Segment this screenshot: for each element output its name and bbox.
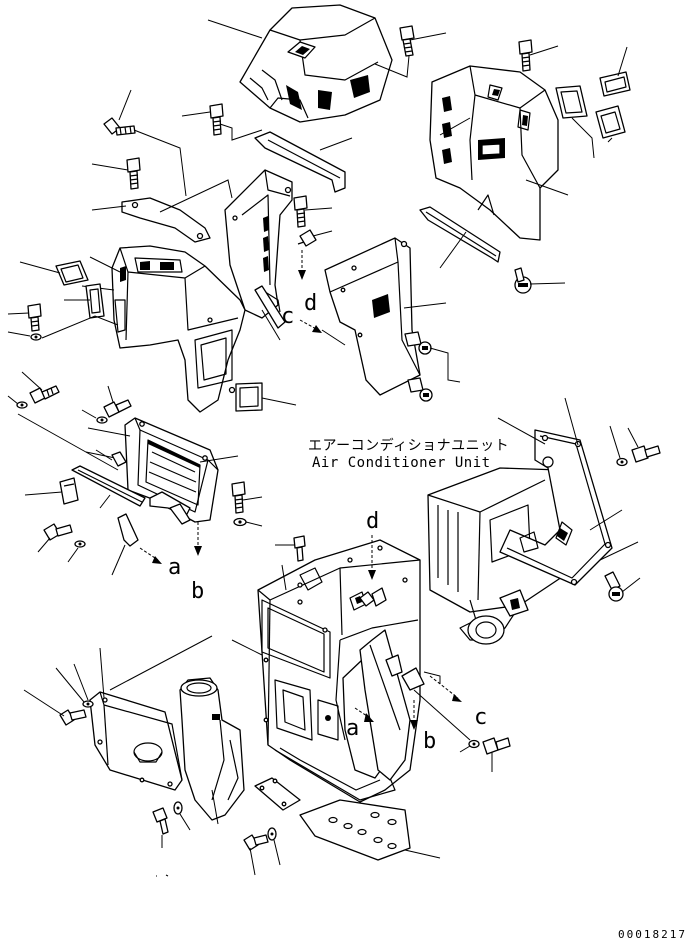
arrow-c-lower (429, 675, 462, 702)
marker-a-lower: a (346, 716, 359, 741)
upper-duct-cover (239, 4, 393, 123)
air-conditioner-unit (427, 467, 566, 645)
case-bracket (385, 654, 425, 691)
washer-icon (468, 739, 480, 749)
bolt-icon (631, 445, 661, 463)
side-plate (324, 237, 421, 396)
gasket (85, 283, 105, 319)
gasket (55, 260, 89, 286)
washer-icon (267, 827, 277, 841)
top-bracket (254, 131, 346, 193)
side-duct-assembly (429, 65, 559, 241)
arrow-b-left (194, 522, 202, 556)
bolt-icon (103, 117, 136, 136)
bolt-icon (43, 523, 73, 541)
upper-left-duct-box (111, 245, 246, 413)
cover-plate (89, 691, 183, 791)
washer-icon (173, 801, 183, 815)
drawing-number: 00018217 (618, 928, 687, 941)
bolt-icon (243, 834, 269, 851)
washer-icon (30, 333, 42, 341)
arrow-d-lower (368, 535, 376, 580)
grille-assembly (124, 417, 219, 523)
lower-trim-strip (419, 206, 501, 263)
gasket (555, 85, 588, 119)
arrow-c-upper (299, 319, 322, 333)
bolt-icon (231, 481, 246, 514)
arrow-d-upper (298, 250, 306, 280)
screw-icon (514, 267, 532, 294)
center-duct-plate (224, 169, 293, 319)
clip-bracket (297, 229, 317, 247)
access-cover (254, 777, 301, 811)
screw-icon (604, 571, 624, 602)
bolt-icon (293, 535, 306, 562)
left-bracket (59, 477, 79, 505)
marker-c-upper: c (281, 304, 294, 329)
arrow-b-lower (410, 700, 418, 730)
bolt-icon (209, 103, 224, 136)
washer-icon (233, 517, 247, 527)
pan-bolt-icon (404, 331, 432, 355)
bolt-icon (293, 195, 308, 228)
bolt-icon (103, 399, 132, 418)
bolt-icon (399, 25, 415, 57)
small-bracket (111, 451, 127, 467)
washer-icon (96, 416, 108, 424)
marker-d-lower: d (366, 509, 379, 534)
small-gasket (599, 71, 631, 97)
bolt-icon (482, 737, 511, 755)
case-side-panel (359, 629, 411, 781)
base-plate (299, 799, 411, 861)
marker-b-left: b (191, 579, 204, 604)
bolt-icon (29, 385, 60, 404)
marker-d-upper: d (304, 291, 317, 316)
duct-elbow (179, 677, 245, 821)
marker-c-lower: c (474, 705, 487, 730)
gasket (235, 382, 263, 412)
arrow-a-left (139, 547, 162, 564)
bolt-icon (27, 303, 42, 332)
bolt-icon (518, 39, 533, 72)
angle-bracket (254, 285, 286, 329)
washer-icon (616, 457, 628, 467)
flat-rail (71, 465, 146, 507)
unit-mounting-plate (499, 429, 613, 586)
marker-b-lower: b (423, 729, 436, 754)
unit-label-japanese: エアーコンディショナユニット (308, 437, 509, 454)
gasket (595, 105, 626, 139)
arrow-a-lower (354, 707, 374, 722)
bolt-icon (152, 807, 169, 835)
bolt-icon (126, 157, 141, 190)
bracket-a (117, 513, 139, 547)
washer-icon (74, 540, 86, 548)
flat-bracket (121, 197, 211, 243)
washer-icon (82, 700, 94, 708)
unit-label-english: Air Conditioner Unit (312, 455, 491, 471)
pan-bolt-icon (407, 377, 433, 402)
marker-a-left: a (168, 555, 181, 580)
lower-bracket (149, 491, 191, 525)
case-clip (359, 587, 387, 607)
washer-icon (16, 401, 28, 409)
bolt-icon (59, 709, 87, 726)
